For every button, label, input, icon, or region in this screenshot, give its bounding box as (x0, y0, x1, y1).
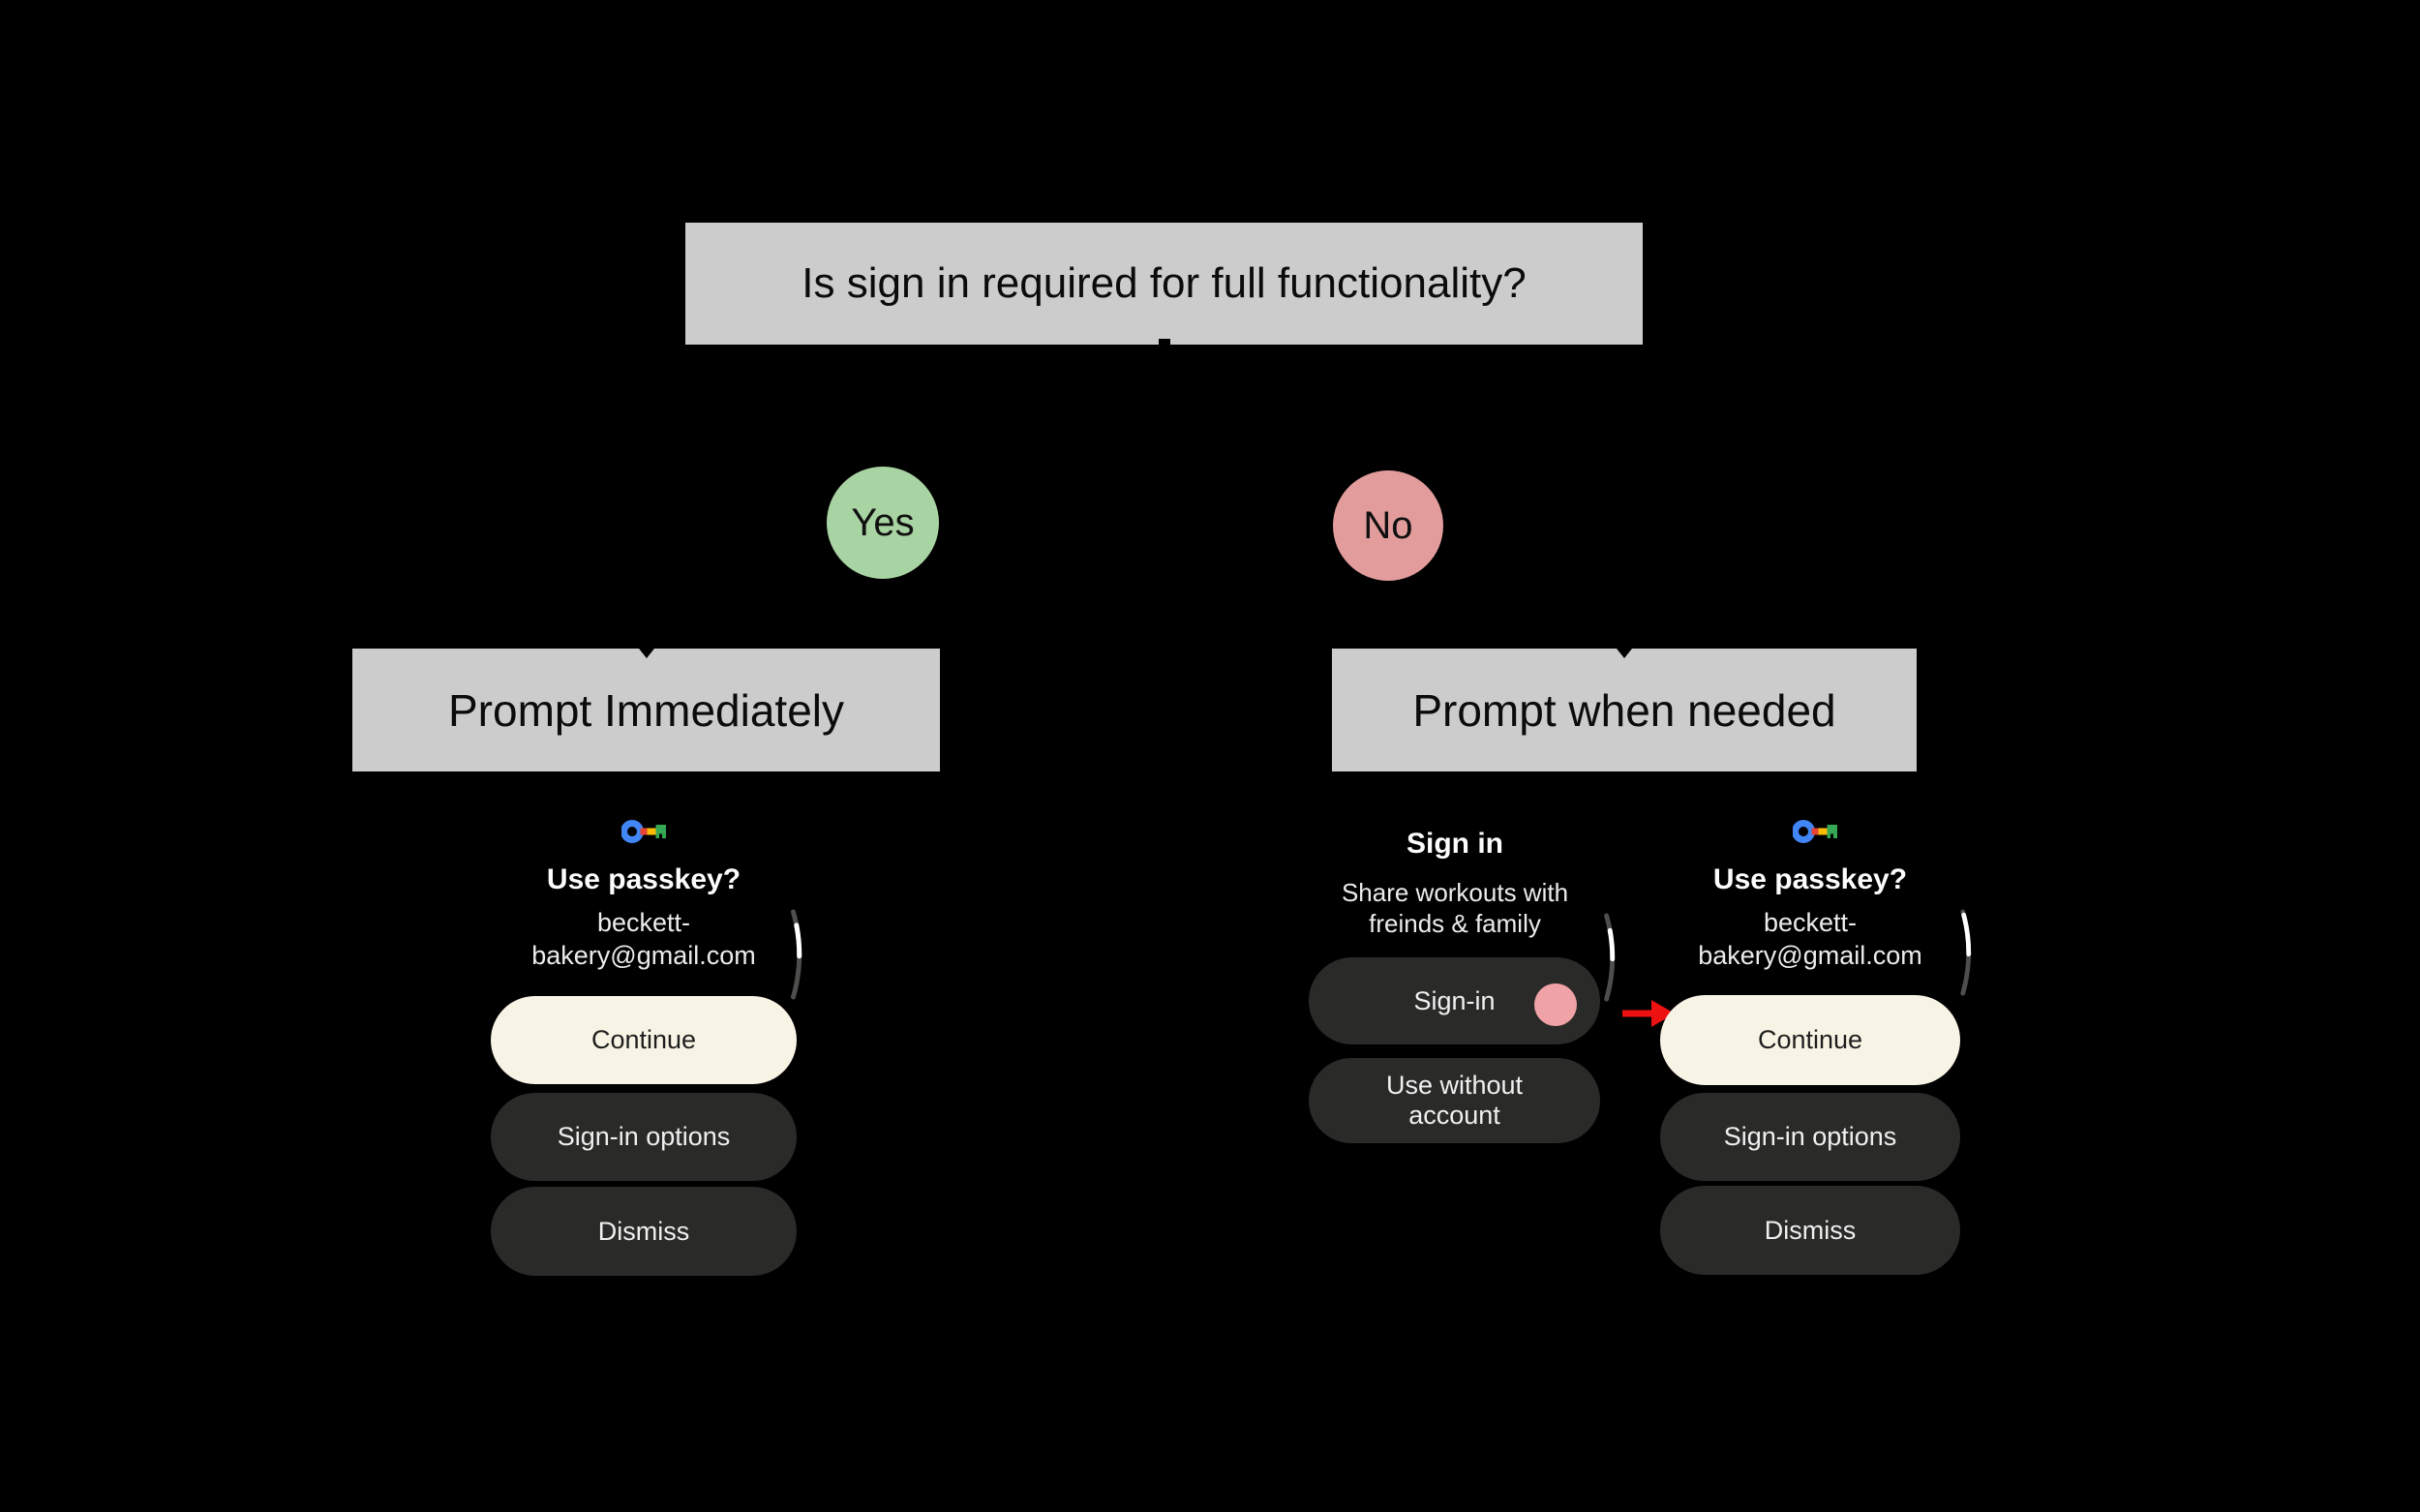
email-line1: beckett- (1763, 908, 1858, 937)
watch-screen-passkey-right: Use passkey? beckett- bakery@gmail.com C… (1660, 813, 1972, 1307)
use-without-line1: Use without (1385, 1071, 1524, 1100)
account-email: beckett- bakery@gmail.com (1660, 906, 1960, 972)
continue-label: Continue (1757, 1025, 1863, 1054)
email-line2: bakery@gmail.com (531, 941, 756, 970)
signin-options-button[interactable]: Sign-in options (491, 1093, 797, 1181)
yes-node: Yes (827, 467, 939, 579)
outcome-box-prompt-immediately: Prompt Immediately (352, 649, 940, 771)
question-text: Is sign in required for full functionali… (802, 259, 1527, 307)
connector-arrowhead (638, 649, 654, 658)
use-without-line2: account (1408, 1101, 1500, 1130)
screen-title: Use passkey? (546, 863, 741, 895)
watch-screen-passkey-left: Use passkey? beckett- bakery@gmail.com C… (474, 813, 813, 1307)
email-line2: bakery@gmail.com (1698, 941, 1922, 970)
dismiss-label: Dismiss (597, 1216, 690, 1246)
signin-options-label: Sign-in options (1723, 1122, 1897, 1151)
dismiss-button[interactable]: Dismiss (1660, 1186, 1960, 1275)
use-without-account-button[interactable]: Use without account (1309, 1058, 1600, 1143)
scroll-indicator (1603, 913, 1620, 1007)
email-line1: beckett- (596, 908, 691, 937)
yes-label: Yes (851, 500, 915, 544)
signin-options-button[interactable]: Sign-in options (1660, 1093, 1960, 1181)
signin-options-label: Sign-in options (557, 1122, 731, 1151)
signin-label: Sign-in (1413, 985, 1496, 1015)
connector-stub (1158, 339, 1170, 345)
connector-arrowhead (1617, 649, 1632, 658)
description-line2: freinds & family (1369, 909, 1541, 938)
description-line1: Share workouts with (1341, 878, 1569, 907)
touch-indicator-dot (1534, 983, 1577, 1026)
outcome-box-prompt-when-needed: Prompt when needed (1332, 649, 1917, 771)
screen-description: Share workouts with freinds & family (1307, 877, 1603, 939)
red-flow-arrow-icon (1622, 1000, 1675, 1032)
outcome-right-text: Prompt when needed (1412, 684, 1836, 736)
scroll-indicator (1959, 909, 1977, 1001)
continue-button[interactable]: Continue (1660, 995, 1960, 1085)
screen-title: Sign in (1407, 828, 1503, 860)
continue-label: Continue (590, 1025, 697, 1054)
no-node: No (1333, 470, 1443, 581)
dismiss-button[interactable]: Dismiss (491, 1187, 797, 1276)
question-box: Is sign in required for full functionali… (685, 223, 1643, 345)
passkey-icon (1792, 820, 1839, 848)
dismiss-label: Dismiss (1764, 1215, 1857, 1245)
account-email: beckett- bakery@gmail.com (474, 906, 813, 972)
passkey-icon (620, 820, 668, 848)
no-label: No (1363, 503, 1413, 547)
continue-button[interactable]: Continue (491, 996, 797, 1084)
watch-screen-signin-prompt: Sign in Share workouts with freinds & fa… (1307, 813, 1616, 1152)
screen-title: Use passkey? (1712, 863, 1908, 895)
outcome-left-text: Prompt Immediately (447, 684, 844, 736)
scroll-indicator (790, 909, 807, 1005)
